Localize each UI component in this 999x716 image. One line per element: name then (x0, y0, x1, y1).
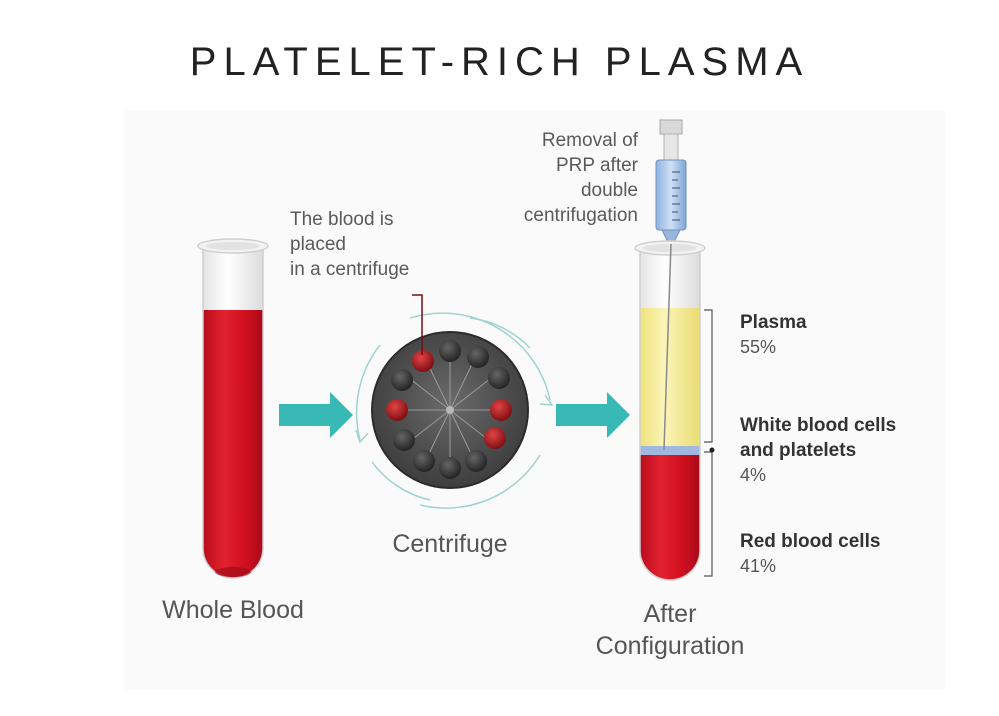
red-blood-cells-percent: 41% (740, 556, 777, 576)
syringe-note-line-1: Removal of (541, 130, 638, 151)
wbc-platelets-label-line-2: and platelets (740, 440, 857, 461)
after-caption-line-1: After (643, 600, 697, 628)
syringe-note: Removal of PRP after double centrifugati… (480, 128, 638, 228)
wbc-platelets-label: White blood cells and platelets (740, 413, 896, 463)
syringe-note-line-2: PRP after (555, 155, 638, 176)
plasma-label-line-1: Plasma (740, 312, 807, 333)
centrifuge-caption: Centrifuge (392, 530, 508, 558)
centrifuge-note-line-1: The blood is (290, 209, 394, 230)
plasma-percent: 55% (740, 337, 777, 357)
separated-tube (634, 240, 706, 581)
red-blood-cells-label-line-1: Red blood cells (740, 531, 881, 552)
syringe-note-line-4: centrifugation (523, 205, 638, 226)
after-caption-line-2: Configuration (595, 632, 745, 660)
centrifuge (355, 294, 554, 509)
arrow-to-centrifuge (279, 392, 353, 438)
page-title: PLATELET-RICH PLASMA (189, 40, 810, 84)
plasma-label: Plasma (740, 310, 807, 335)
whole-blood-caption: Whole Blood (162, 596, 304, 624)
after-caption: After Configuration (570, 598, 770, 662)
red-blood-cells-label: Red blood cells (740, 529, 880, 554)
layer-brackets (704, 309, 715, 577)
wbc-platelets-label-line-1: White blood cells (740, 415, 897, 436)
arrow-to-result (556, 392, 630, 438)
syringe-note-line-3: double (580, 180, 638, 201)
whole-blood-tube (197, 238, 269, 579)
wbc-platelets-percent: 4% (740, 465, 767, 485)
centrifuge-note: The blood is placed in a centrifuge (290, 207, 409, 282)
centrifuge-note-line-2: placed (290, 234, 346, 255)
centrifuge-note-line-3: in a centrifuge (290, 259, 410, 280)
